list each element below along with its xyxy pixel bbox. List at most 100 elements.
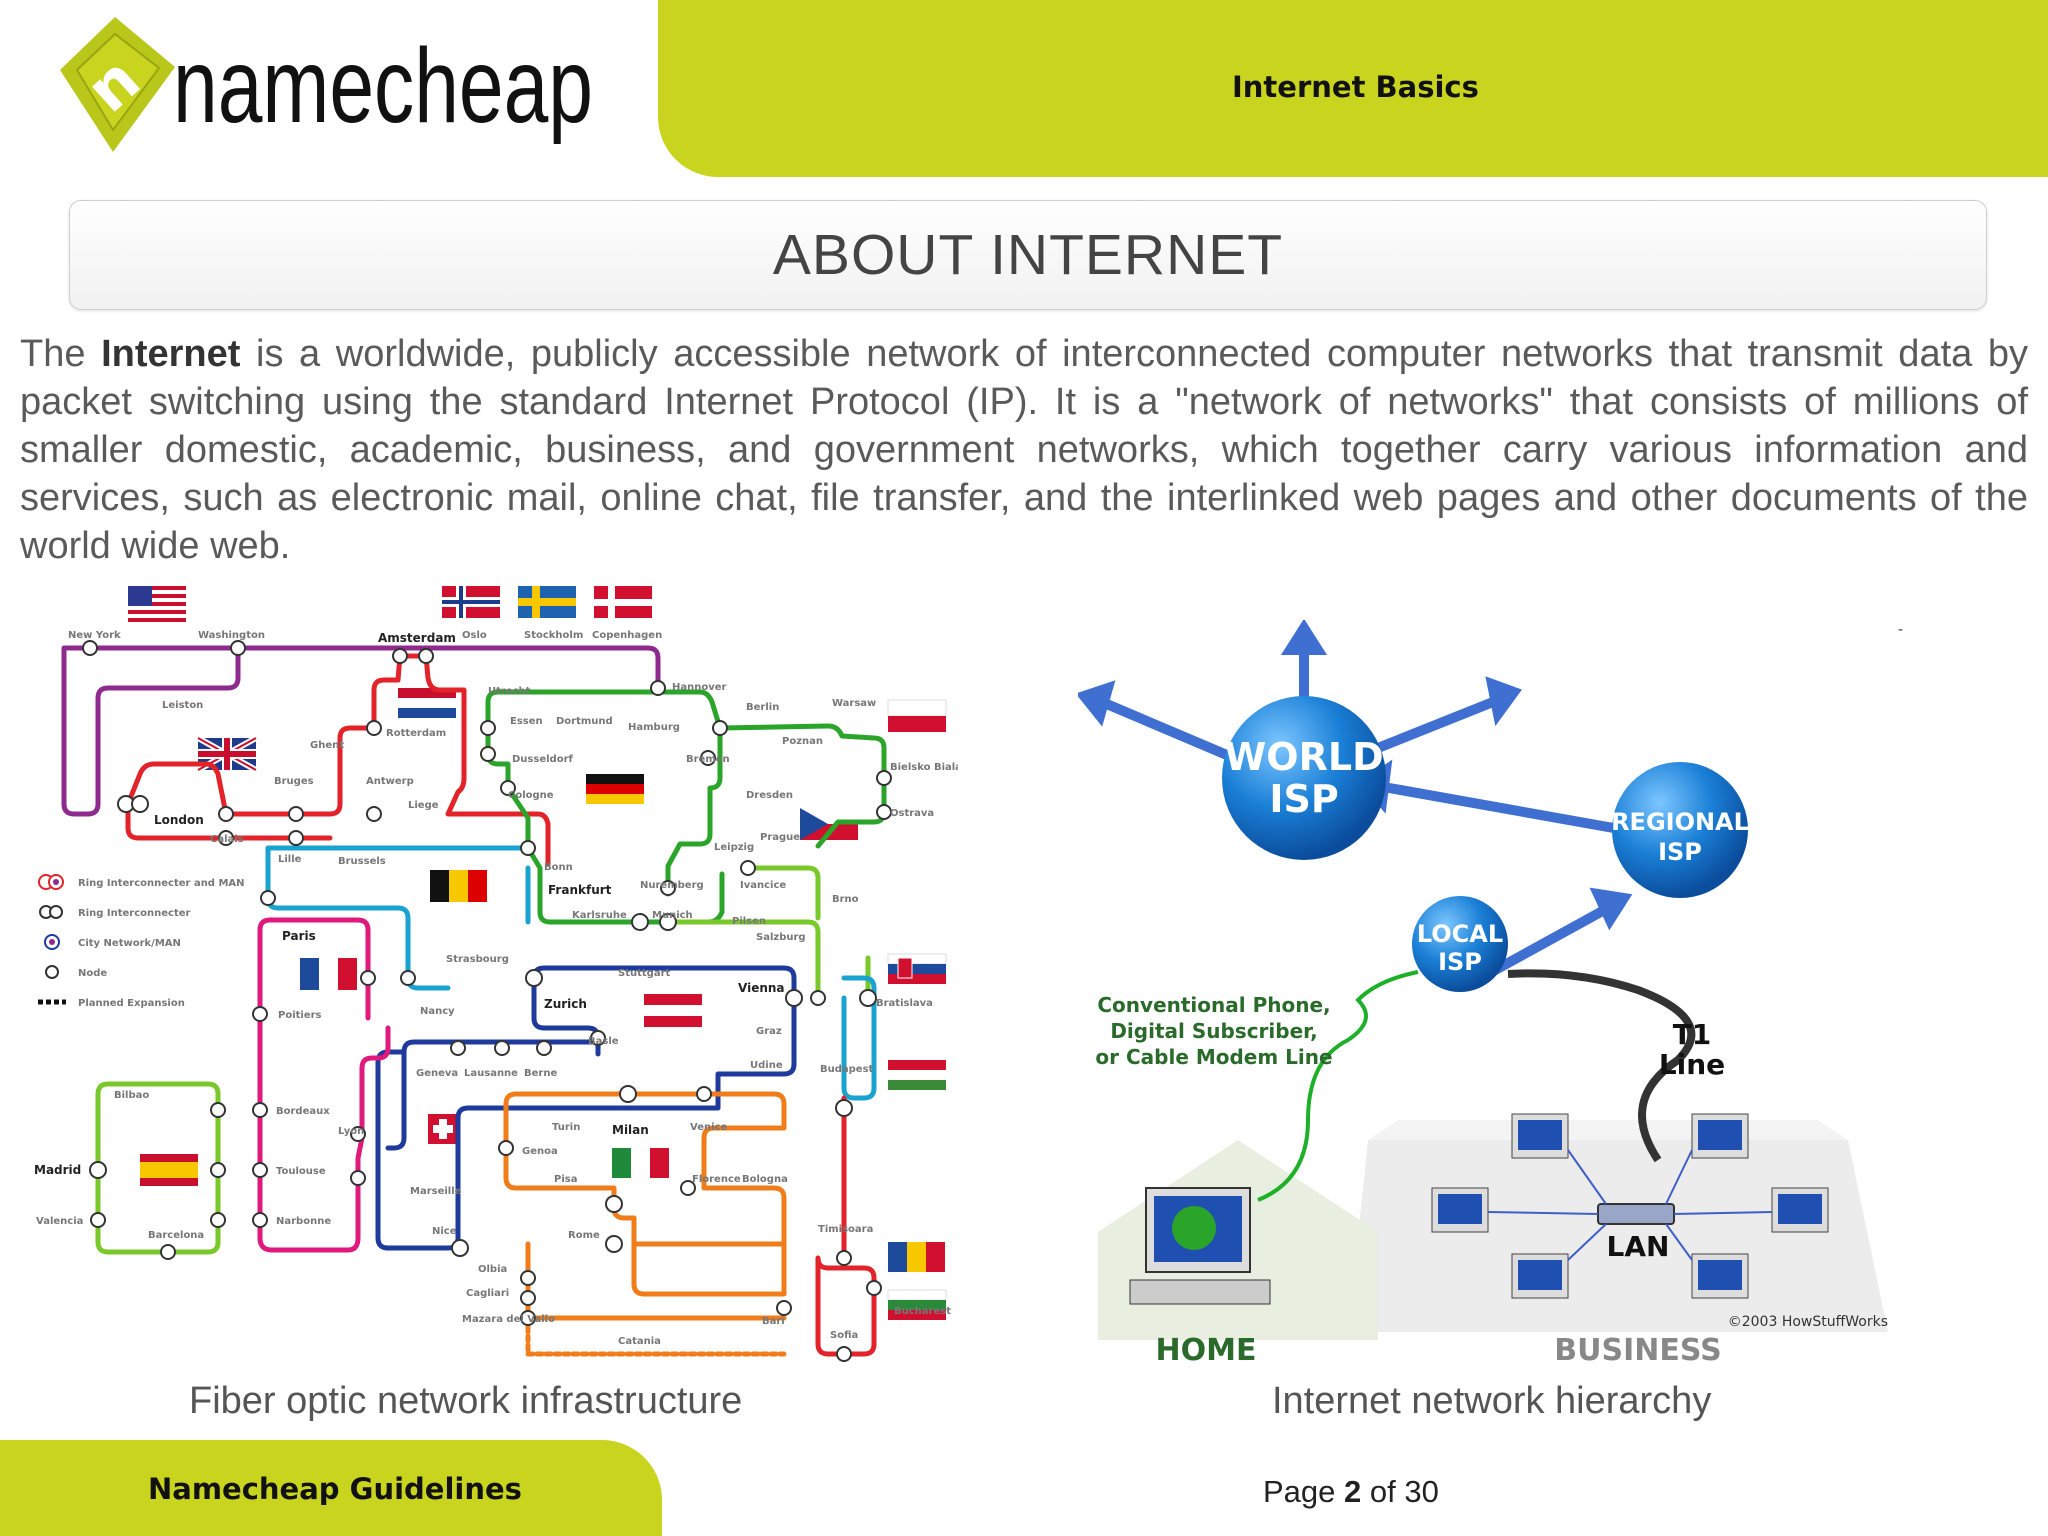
city-karlsruhe: Karlsruhe	[572, 910, 627, 921]
computer-icon	[1511, 1113, 1569, 1159]
city-cagliari: Cagliari	[466, 1288, 509, 1299]
computer-icon	[1691, 1253, 1749, 1299]
city-sofia: Sofia	[830, 1330, 858, 1341]
city-madrid: Madrid	[34, 1163, 81, 1177]
city-munich: Munich	[652, 910, 693, 921]
header-title: Internet Basics	[1232, 70, 1479, 104]
flag-belgium-icon	[430, 870, 487, 902]
city-nice: Nice	[432, 1226, 457, 1237]
city-brno: Brno	[832, 894, 859, 905]
city-timisoara: Timisoara	[818, 1224, 873, 1235]
header-band	[658, 0, 2048, 177]
city-bari: Bari	[762, 1316, 785, 1327]
city-hamburg: Hamburg	[628, 722, 680, 733]
city-utrecht: Utrecht	[488, 686, 531, 697]
city-bielsko-biala: Bielsko Biala	[890, 762, 958, 773]
fiber-network-map: Amsterdam London Frankfurt Paris Zurich …	[28, 578, 962, 1368]
city-bruges: Bruges	[274, 776, 314, 787]
local-isp-line2: ISP	[1438, 948, 1482, 976]
city-bucharest: Bucharest	[894, 1306, 951, 1317]
business-computers	[1431, 1113, 1829, 1299]
city-salzburg: Salzburg	[756, 932, 806, 943]
city-berne: Berne	[524, 1068, 557, 1079]
city-frankfurt: Frankfurt	[548, 883, 612, 897]
route-magenta	[257, 917, 391, 1253]
intro-text: is a worldwide, publicly accessible netw…	[20, 333, 2028, 567]
page-suffix: of 30	[1361, 1474, 1439, 1509]
page-title: ABOUT INTERNET	[772, 223, 1284, 287]
city-nuremberg: Nuremberg	[640, 880, 704, 891]
city-bremen: Bremen	[686, 754, 730, 765]
city-genoa: Genoa	[522, 1146, 558, 1157]
legend-ring-man: Ring Interconnecter and MAN	[78, 878, 245, 889]
city-prague: Prague	[760, 832, 800, 843]
city-dortmund: Dortmund	[556, 716, 613, 727]
intro-term: Internet	[101, 333, 241, 375]
city-lyon: Lyon	[338, 1126, 364, 1137]
city-vienna: Vienna	[738, 981, 785, 995]
isp-diagram-svg: WORLD ISP REGIONAL ISP LOCAL ISP Convent…	[1075, 618, 1903, 1368]
legend-ring-icon	[39, 905, 63, 919]
regional-isp-line1: REGIONAL	[1611, 808, 1749, 836]
route-red-east	[815, 1095, 877, 1357]
city-antwerp: Antwerp	[366, 776, 414, 787]
city-poitiers: Poitiers	[278, 1010, 322, 1021]
flag-poland-icon	[887, 699, 947, 732]
flag-hungary-icon	[888, 1060, 946, 1090]
flag-usa-icon	[128, 586, 186, 622]
map-legend: Ring Interconnecter and MAN Ring Interco…	[38, 874, 245, 1009]
lan-hub-icon	[1597, 1203, 1675, 1225]
city-lille: Lille	[278, 854, 302, 865]
city-lausanne: Lausanne	[464, 1068, 518, 1079]
intro-paragraph: The Internet is a worldwide, publicly ac…	[20, 330, 2028, 570]
title-box: ABOUT INTERNET	[69, 200, 1987, 310]
route-orange-planned	[525, 1315, 787, 1357]
city-washington: Washington	[198, 630, 265, 641]
phone-label-2: Digital Subscriber,	[1110, 1019, 1317, 1043]
flag-romania-icon	[888, 1242, 945, 1272]
city-udine: Udine	[750, 1060, 783, 1071]
computer-icon	[1511, 1253, 1569, 1299]
city-barcelona: Barcelona	[148, 1230, 204, 1241]
city-pisa: Pisa	[554, 1174, 577, 1185]
computer-icon	[1691, 1113, 1749, 1159]
stray-dash: -	[1898, 622, 1903, 638]
t1-label-2: Line	[1659, 1048, 1725, 1081]
city-olbia: Olbia	[478, 1264, 507, 1275]
local-isp-line1: LOCAL	[1417, 920, 1503, 948]
route-blue	[375, 965, 797, 1251]
local-isp-sphere-icon	[1412, 896, 1508, 992]
city-rome: Rome	[568, 1230, 600, 1241]
city-essen: Essen	[510, 716, 543, 727]
city-pilsen: Pilsen	[732, 916, 766, 927]
local-to-regional-arrow	[1485, 903, 1611, 979]
page-current: 2	[1344, 1474, 1362, 1509]
world-right-arrow	[1366, 695, 1500, 757]
legend-city-icon	[44, 934, 60, 950]
city-berlin: Berlin	[746, 702, 779, 713]
city-leipzig: Leipzig	[714, 842, 754, 853]
city-ghent: Ghent	[310, 740, 344, 751]
city-brussels: Brussels	[338, 856, 386, 867]
home-label: HOME	[1156, 1333, 1257, 1368]
flag-italy-icon	[612, 1148, 669, 1178]
world-isp-sphere-icon	[1222, 696, 1386, 860]
fiber-map-svg: Amsterdam London Frankfurt Paris Zurich …	[34, 586, 962, 1362]
city-new-york: New York	[68, 630, 121, 641]
city-bilbao: Bilbao	[114, 1090, 149, 1101]
city-bologna: Bologna	[742, 1174, 788, 1185]
flag-norway-icon	[442, 586, 500, 618]
city-stuttgart: Stuttgart	[618, 968, 671, 979]
namecheap-logo[interactable]: n namecheap	[55, 12, 655, 172]
flag-spain-icon	[140, 1154, 198, 1186]
city-rotterdam: Rotterdam	[386, 728, 446, 739]
city-basle: Basle	[588, 1036, 619, 1047]
logo-mark-icon: n	[60, 17, 175, 152]
city-budapest: Budapest	[820, 1064, 874, 1075]
city-nancy: Nancy	[420, 1006, 455, 1017]
city-calais: Calais	[210, 834, 244, 845]
page-number: Page 2 of 30	[1263, 1474, 1439, 1510]
city-dusseldorf: Dusseldorf	[512, 754, 573, 765]
city-catania: Catania	[618, 1336, 661, 1347]
legend-ring: Ring Interconnecter	[78, 908, 191, 919]
